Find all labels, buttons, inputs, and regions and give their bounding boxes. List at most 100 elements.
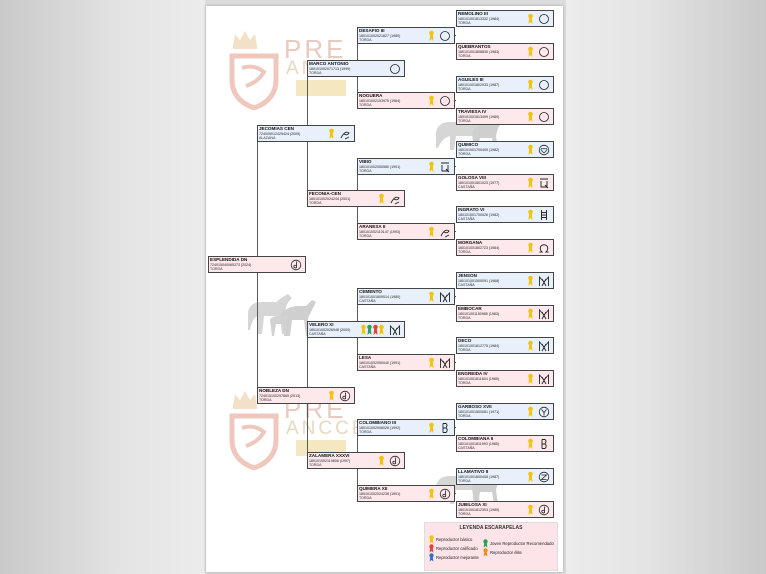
watermark-pre: PRE [284, 34, 347, 64]
swirl-brand-icon [340, 131, 350, 140]
horse-name: CEMENTO [359, 289, 382, 294]
rosette-icon [429, 422, 434, 433]
y-circle-brand-icon [538, 406, 550, 418]
horse-name: VIBIO [359, 159, 372, 164]
horse-id: 180101001811993 (1985) [458, 441, 500, 446]
rosette-basic-icon [429, 535, 434, 544]
rosette-icon [379, 193, 384, 204]
horse-coat: CASTAÑA [458, 217, 475, 221]
circle-brand-icon [539, 80, 549, 90]
horse-id: 180101002110147 (1993) [359, 229, 401, 234]
rosette-icon [429, 291, 434, 302]
circle-brand-icon [539, 47, 549, 57]
pedigree-document: PRE ANCCE PRE ANCCE ESPLENDIDA DN7240150… [206, 6, 563, 572]
connector-line [455, 427, 456, 428]
rosette-icon [367, 324, 372, 335]
rosette-icon [429, 488, 434, 499]
watermark-top: PRE ANCCE [228, 28, 365, 138]
horse-name: MORGANA [458, 240, 483, 245]
horse-coat: TORDA [458, 54, 471, 58]
rosette-icon [528, 209, 533, 220]
connector-line [455, 231, 456, 232]
horse-coat: TORDA [458, 87, 471, 91]
horse-name: MARCO ANTONIO [309, 61, 349, 66]
horse-name: FECONIA-CEN [309, 191, 341, 196]
connector-line [455, 100, 456, 101]
rosette-icon [528, 340, 533, 351]
horse-id: 724015100297865 (2013) [259, 393, 301, 398]
rosette-icon [528, 504, 533, 515]
rosette-icon [429, 30, 434, 41]
circle-brand-icon [539, 14, 549, 24]
rosette-icon [429, 161, 434, 172]
horse-id: 724015040065373 (2024) [210, 262, 252, 267]
horse-coat: TORDA [309, 201, 322, 205]
legend-title: LEYENDA ESCARAPELAS [459, 525, 523, 531]
horse-id: 180101001813332 (1984) [458, 16, 500, 21]
horse-coat: TORDA [259, 398, 272, 402]
b-brand-icon [442, 423, 448, 433]
horse-coat: TORDA [359, 103, 372, 107]
horse-id: 180101001813499 (1980) [458, 114, 500, 119]
horse-coat: CASTAÑA [458, 446, 475, 450]
horse-coat: CASTAÑA [458, 185, 475, 189]
watermark-ancce: ANCCE [286, 418, 368, 439]
horse-coat: TORDA [458, 21, 471, 25]
q-brand-icon [540, 178, 549, 189]
horse-coat: TORDA [458, 348, 471, 352]
horse-name: JENSON [458, 273, 477, 278]
connector-line [307, 142, 308, 190]
horse-id: 180101002050040 (1991) [359, 360, 401, 365]
rosette-icon [528, 242, 533, 253]
horse-id: 180101002071713 (1999) [309, 66, 351, 71]
horse-id: 180101002021827 (1980) [359, 33, 401, 38]
horse-coat: TORDA [458, 316, 471, 320]
connector-line [455, 362, 456, 363]
connector-line [455, 493, 456, 494]
rosette-icon [429, 95, 434, 106]
horse-coat: TORDA [458, 381, 471, 385]
horse-id: 724009012429424 (2009) [259, 131, 301, 136]
horse-coat: CASTAÑA [359, 299, 376, 303]
rosette-elite-icon [483, 548, 488, 557]
connector-line [357, 436, 358, 452]
horse-name: QUIMERA XII [359, 486, 388, 491]
circle-brand-icon [440, 96, 450, 106]
horse-name: QUIMICO [458, 142, 479, 147]
rosette-qualified-icon [429, 544, 434, 553]
rosette-icon [429, 226, 434, 237]
connector-line [357, 77, 358, 92]
legend-item-qualified: Reproductor calificado [436, 546, 478, 551]
